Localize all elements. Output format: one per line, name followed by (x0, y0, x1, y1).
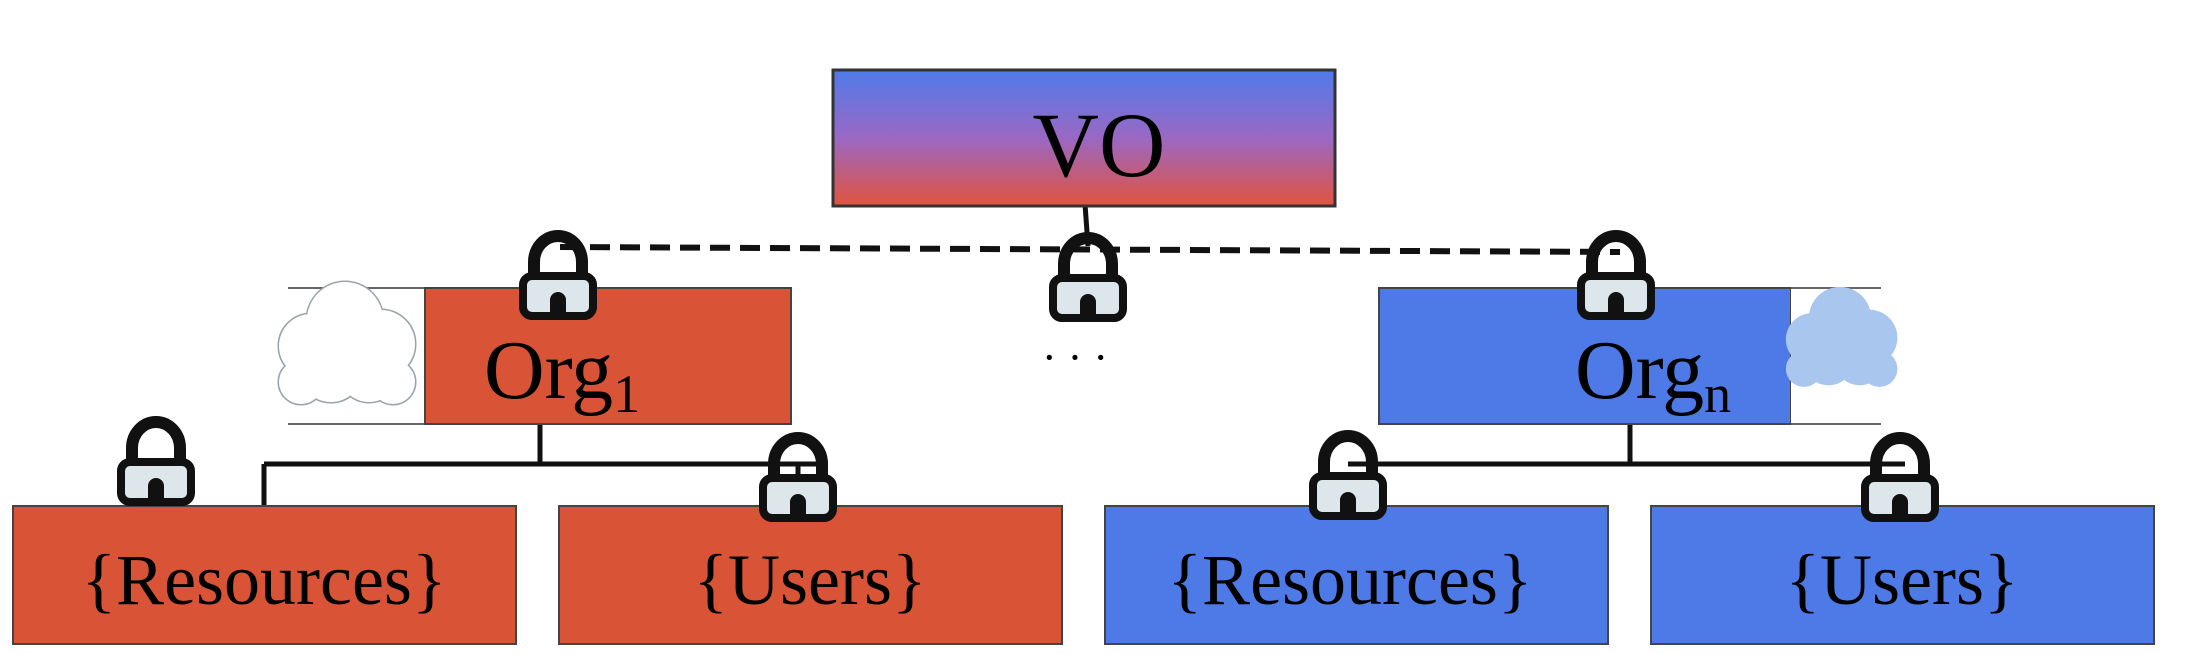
org-ellipsis: · · · (1042, 333, 1108, 382)
vo-node: VO (831, 68, 1337, 208)
org-1-label: Org1 (484, 324, 640, 424)
org-1-users-node: {Users} (558, 505, 1063, 645)
lock-icon (1581, 236, 1651, 316)
resources-label: {Resources} (81, 540, 446, 620)
trust-dashed-line (559, 244, 1621, 255)
vo-label: VO (1033, 94, 1166, 196)
users-label: {Users} (1785, 540, 2018, 620)
lock-icon (1313, 436, 1383, 516)
lock-icon (763, 438, 833, 518)
resources-label: {Resources} (1167, 540, 1532, 620)
lock-icon (121, 422, 191, 502)
users-label: {Users} (693, 540, 926, 620)
org-n-resources-node: {Resources} (1104, 505, 1609, 645)
lock-icon (523, 236, 593, 316)
org-1-resources-node: {Resources} (12, 505, 517, 645)
org-n-label: Orgn (1575, 324, 1731, 424)
lock-icon (1865, 438, 1935, 518)
org-1-node: Org1 (277, 280, 792, 425)
org-n-users-node: {Users} (1650, 505, 2155, 645)
